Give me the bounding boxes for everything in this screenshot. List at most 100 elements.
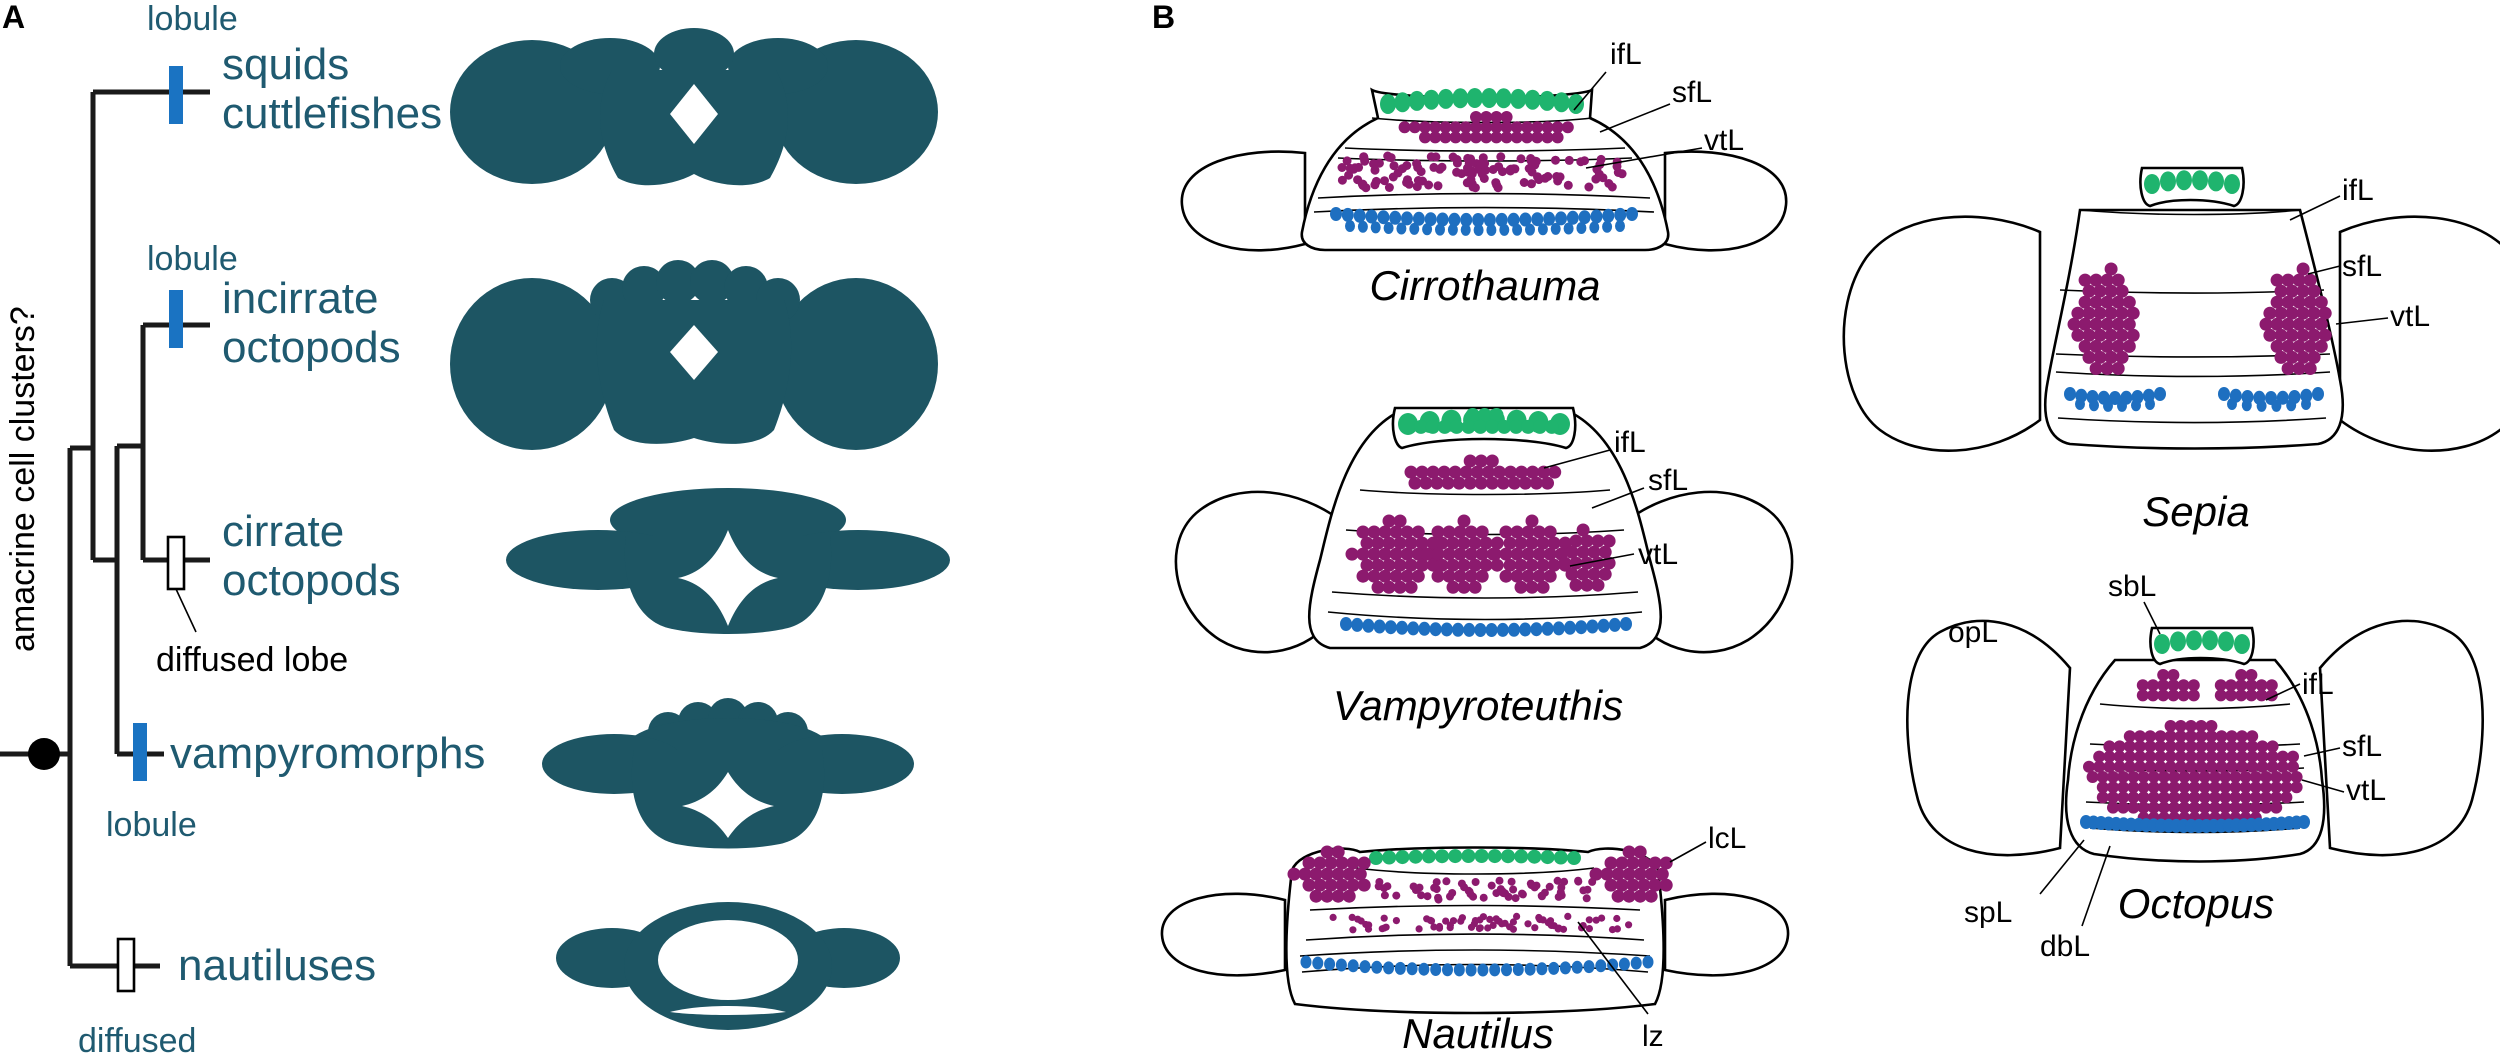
vtl-cell (2147, 781, 2160, 794)
vtl-cell (1510, 525, 1524, 539)
sfl-cell (1357, 220, 1368, 233)
genus-vampyroteuthis: Vampyroteuthis (1333, 682, 1623, 729)
vtl-cell (1356, 525, 1370, 539)
ifl-cell (1423, 89, 1440, 110)
sfl-cell (1359, 960, 1371, 974)
vtl-cell (2296, 328, 2310, 342)
vtl-cell (1611, 889, 1625, 903)
vtl-cell (1532, 569, 1546, 583)
vtl-cell (1475, 525, 1489, 539)
vtl-cell (1320, 889, 1334, 903)
sfl-cell (1465, 963, 1477, 977)
vtl-cell (1320, 845, 1334, 859)
vtl-cell (2082, 306, 2096, 320)
vtl-cell (1637, 878, 1651, 892)
vtl-cell (1490, 111, 1503, 123)
vtl-cell (1592, 916, 1600, 924)
vtl-cell (2122, 339, 2136, 353)
vtl-cell (2256, 760, 2269, 773)
vtl-cell (1490, 558, 1504, 572)
vtl-cell (2270, 295, 2284, 309)
vtl-cell (1313, 856, 1327, 870)
vtl-cell (2185, 730, 2197, 743)
character-label-cirrate: diffused lobe (156, 641, 348, 679)
diagram-cirrothauma: ifL sfL vtL Cirrothauma (1180, 38, 1788, 309)
ifl-cell (1449, 419, 1464, 434)
ifl-cell (1568, 94, 1584, 114)
ifl-cell (1539, 90, 1556, 111)
sfl-cell (2286, 399, 2297, 412)
vtl-cell (1404, 558, 1418, 572)
vtl-cell (2123, 740, 2136, 753)
vtl-cell (2307, 306, 2321, 320)
diffused-bar-nautiluses (116, 937, 136, 993)
vtl-cell (1532, 547, 1546, 561)
vtl-cell (2270, 791, 2283, 804)
vtl-cell (2314, 295, 2328, 309)
vtl-cell (1633, 889, 1647, 903)
root-node-dot (28, 738, 60, 770)
vtl-cell (2318, 306, 2332, 320)
vtl-cell (2134, 750, 2146, 763)
vtl-cell (2195, 760, 2208, 773)
vtl-cell (1302, 878, 1316, 892)
vtl-cell (1589, 867, 1603, 881)
vtl-cell (2249, 771, 2262, 783)
vtl-cell (2235, 689, 2248, 702)
vtl-cell (2235, 669, 2248, 681)
vtl-cell (1490, 131, 1503, 144)
sfl-cell (1630, 956, 1642, 970)
vtl-cell (2280, 771, 2293, 783)
vtl-cell (2093, 750, 2106, 763)
vtl-cell (1435, 164, 1445, 174)
vtl-cell (1476, 924, 1484, 932)
vtl-cell (2290, 771, 2303, 783)
sfl-cell (1345, 220, 1355, 232)
vtl-cell (1459, 121, 1472, 134)
vtl-cell (1459, 131, 1472, 144)
sfl-cell (1512, 223, 1523, 236)
vtl-cell (1514, 536, 1528, 550)
vtl-cell (2104, 262, 2118, 276)
vtl-cell (2215, 750, 2228, 763)
sfl-cell (1377, 210, 1390, 225)
vtl-cell (1551, 121, 1564, 134)
vtl-cell (1378, 525, 1392, 539)
vtl-cell (2154, 730, 2167, 743)
sfl-cell (1396, 620, 1408, 635)
vtl-cell (1380, 924, 1388, 932)
sfl-cell (1389, 210, 1402, 225)
vtl-cell (2071, 328, 2085, 342)
vtl-cell (2100, 295, 2114, 309)
vtl-cell (2164, 740, 2177, 753)
vtl-cell (1499, 547, 1513, 561)
vtl-cell (1382, 536, 1396, 550)
sfl-cell (1394, 961, 1406, 975)
vtl-cell (2147, 801, 2160, 814)
vtl-cell (2107, 771, 2119, 783)
vtl-cell (1510, 121, 1523, 134)
vtl-cell (2089, 362, 2103, 375)
vtl-cell (2260, 771, 2272, 783)
vtl-cell (1531, 156, 1541, 166)
vtl-cell (1564, 912, 1572, 921)
vtl-cell (1400, 569, 1414, 583)
vtl-cell (2167, 689, 2180, 702)
vtl-cell (1659, 856, 1673, 870)
vtl-cell (1437, 465, 1451, 479)
sfl-cell (2109, 391, 2121, 405)
ifl-cell (2160, 171, 2176, 192)
vtl-cell (1411, 569, 1425, 583)
vtl-cell (2229, 781, 2242, 794)
taxon-squids: squids cuttlefishes (222, 40, 442, 138)
vtl-cell (1514, 580, 1528, 594)
sfl-cell (2271, 399, 2282, 412)
vtl-cell (1433, 181, 1443, 191)
vtl-cell (1435, 924, 1444, 932)
sfl-cell (1578, 210, 1591, 225)
vtl-cell (1423, 915, 1431, 923)
vtl-cell (1521, 547, 1535, 561)
vtl-cell (1426, 465, 1440, 479)
vtl-cell (2089, 317, 2103, 331)
label-cirrothauma-sfl: sfL (1672, 76, 1712, 109)
